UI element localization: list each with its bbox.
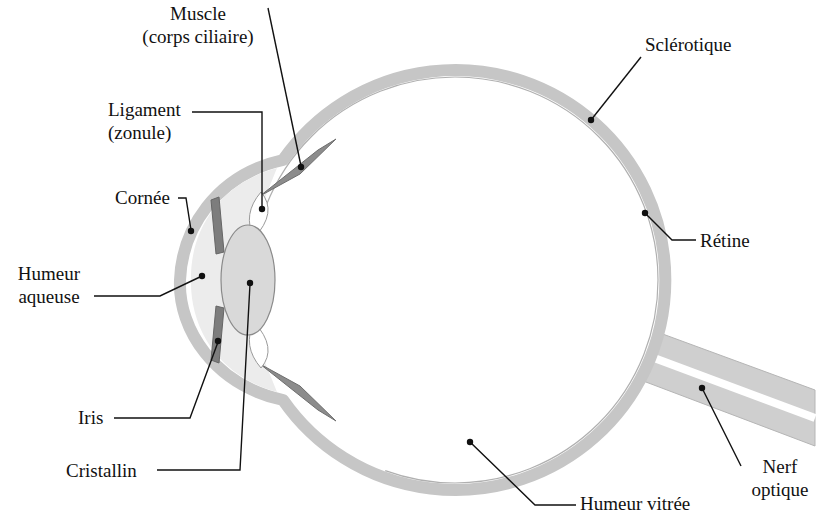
leader-dots — [188, 117, 705, 445]
iris — [211, 197, 224, 254]
part-label: Cristallin — [66, 459, 137, 482]
leader-dot — [642, 210, 648, 216]
part-label: Humeur vitrée — [580, 492, 690, 515]
leader-lines — [94, 8, 741, 505]
leader-line — [114, 342, 218, 418]
leader-dot — [588, 117, 594, 123]
leader-dot — [259, 206, 265, 212]
part-label: Humeur aqueuse — [6, 262, 92, 308]
leader-line — [702, 388, 741, 466]
leader-line — [178, 198, 191, 230]
leader-line — [192, 112, 262, 208]
part-label: Ligament (zonule) — [108, 98, 181, 144]
leader-line — [591, 57, 641, 120]
ciliary-muscle — [260, 139, 336, 196]
leader-line — [157, 284, 250, 470]
leader-dot — [247, 280, 253, 286]
part-label: Sclérotique — [645, 33, 732, 56]
leader-dot — [215, 338, 221, 344]
leader-dot — [467, 439, 473, 445]
retina — [252, 77, 658, 483]
leader-line — [268, 8, 301, 166]
leader-line — [94, 276, 202, 296]
part-label: Iris — [78, 406, 103, 429]
optic-nerve-gap — [630, 349, 815, 418]
sclera-cornea — [180, 70, 665, 490]
leader-line — [470, 442, 576, 505]
leader-dot — [188, 228, 194, 234]
leader-line — [645, 213, 696, 240]
leader-dot — [699, 385, 705, 391]
part-label: Rétine — [700, 229, 750, 252]
leader-dot — [298, 164, 304, 170]
part-label: Nerf optique — [738, 455, 822, 501]
ciliary-muscle — [260, 364, 336, 421]
part-label: Cornée — [115, 186, 170, 209]
part-label: Muscle (corps ciliaire) — [118, 2, 278, 48]
leader-dot — [199, 273, 205, 279]
aqueous-humour — [191, 168, 277, 392]
